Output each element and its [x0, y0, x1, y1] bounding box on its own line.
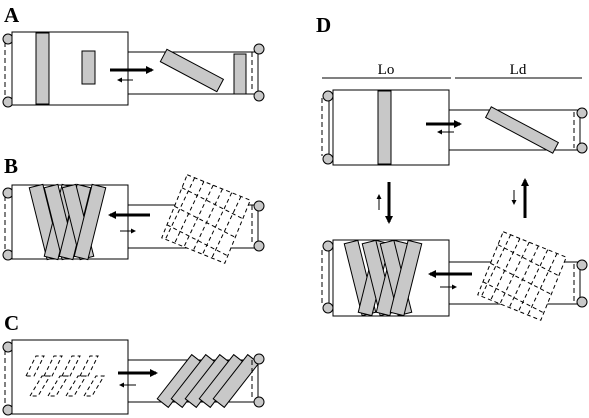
dashed-slabs [25, 355, 105, 397]
tilted-slab [484, 106, 560, 154]
pin-node [253, 240, 265, 252]
tilted-slabs [156, 353, 260, 409]
panel-d: D Lo Ld [316, 13, 588, 321]
pin-node [322, 302, 334, 314]
pin-node [576, 296, 588, 308]
pin-node [253, 396, 265, 408]
crossed-slabs [343, 239, 423, 317]
vertical-slab [35, 32, 50, 105]
pin-node [576, 259, 588, 271]
panel-b-label: B [4, 154, 18, 178]
panel-c: C [2, 311, 265, 416]
lo-label: Lo [378, 62, 395, 78]
pin-node [322, 153, 334, 165]
panel-d-label: D [316, 13, 331, 37]
panel-a-label: A [4, 3, 20, 27]
dashed-slabs [477, 231, 567, 321]
tilted-slab [159, 48, 225, 93]
pin-node [322, 90, 334, 102]
panel-c-label: C [4, 311, 19, 335]
dashed-slabs [161, 174, 251, 264]
cell-box [11, 339, 129, 415]
vertical-slab [377, 90, 392, 165]
pin-node [253, 200, 265, 212]
pin-node [576, 107, 588, 119]
panel-a: A [2, 3, 265, 108]
ld-label: Ld [510, 62, 527, 78]
pin-node [253, 353, 265, 365]
pin-node [253, 90, 265, 102]
pin-node [322, 240, 334, 252]
short-slab [81, 50, 96, 85]
crossed-slabs [28, 183, 107, 261]
pin-node [576, 142, 588, 154]
end-slab [233, 53, 247, 95]
pin-node [253, 43, 265, 55]
panel-b: B [2, 154, 265, 264]
